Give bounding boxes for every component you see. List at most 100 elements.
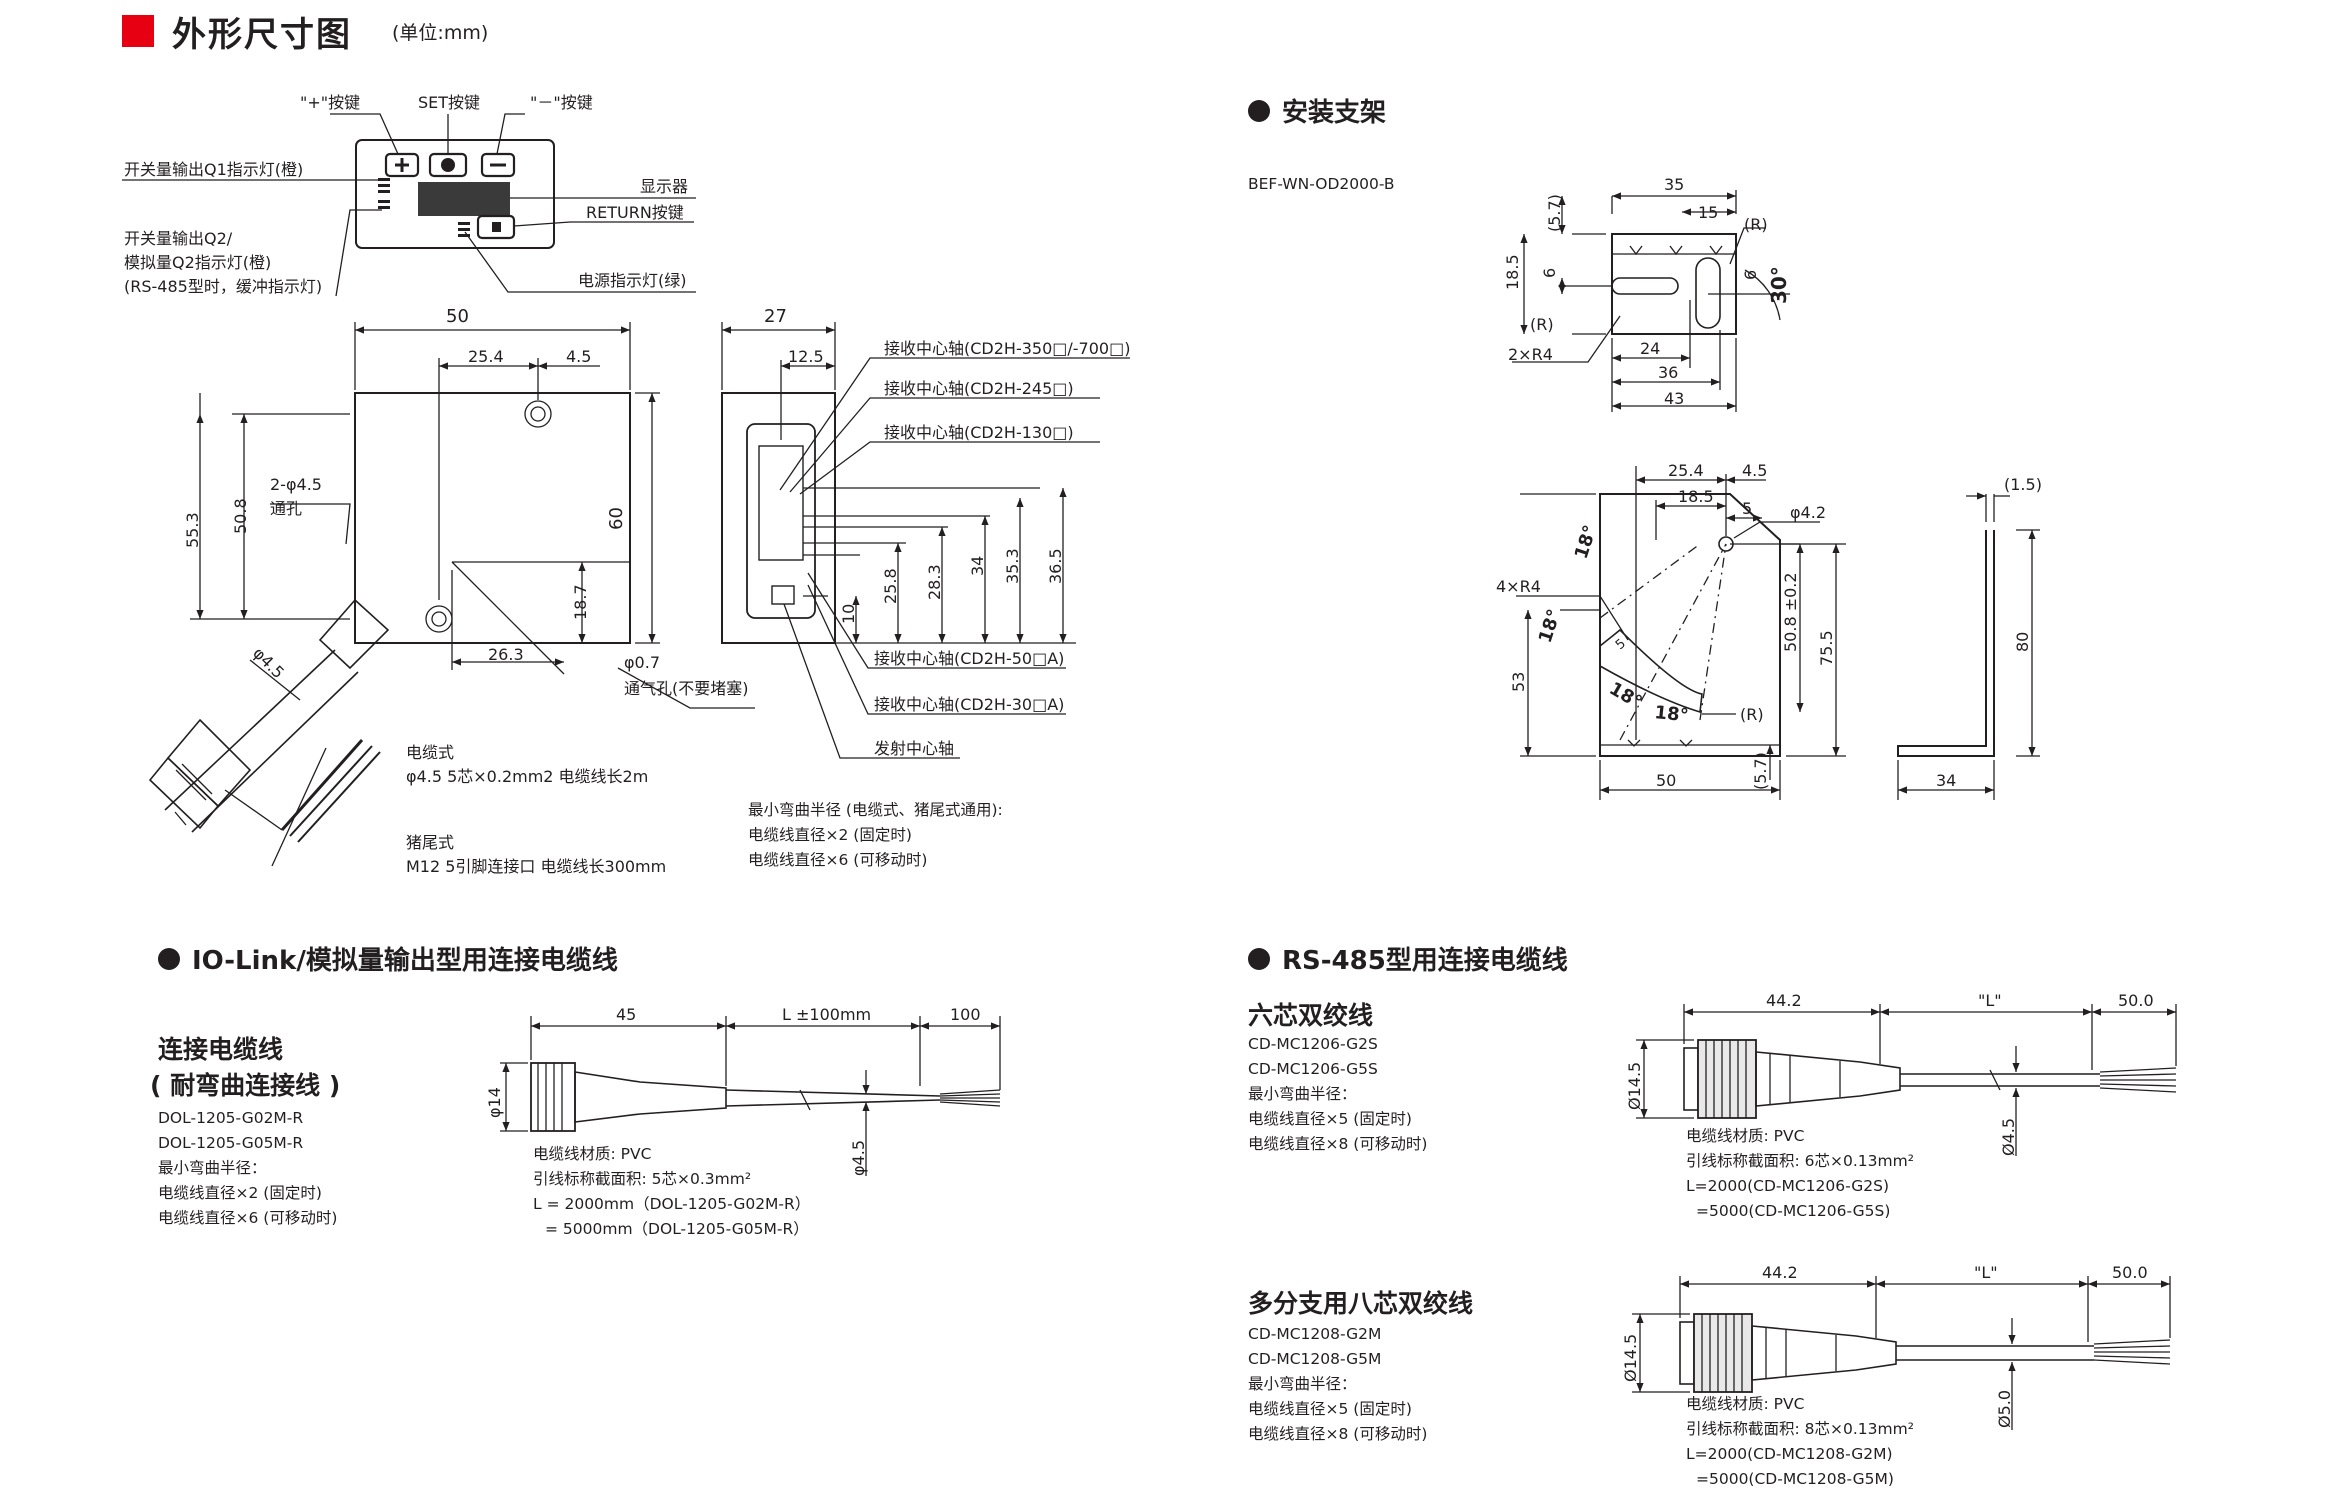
svg-text:50.8 ±0.2: 50.8 ±0.2 (1781, 572, 1800, 652)
svg-text:L ±100mm: L ±100mm (782, 1005, 871, 1024)
svg-text:(5.7): (5.7) (1751, 752, 1770, 790)
svg-text:24: 24 (1640, 339, 1660, 358)
svg-text:18°: 18° (1606, 678, 1646, 713)
svg-text:Ø4.5: Ø4.5 (1999, 1118, 2018, 1156)
svg-text:50: 50 (1656, 771, 1676, 790)
svg-text:4.5: 4.5 (1742, 461, 1767, 480)
svg-text:27: 27 (764, 306, 787, 327)
svg-text:28.3: 28.3 (925, 564, 944, 600)
svg-text:6: 6 (1741, 270, 1760, 280)
iolink-sub-2: ( 耐弯曲连接线 ) (150, 1071, 341, 1100)
svg-text:"L": "L" (1978, 991, 2002, 1010)
svg-text:18.7: 18.7 (571, 584, 590, 620)
svg-text:34: 34 (968, 556, 987, 576)
svg-text:18°: 18° (1653, 702, 1689, 726)
svg-text:50.8: 50.8 (231, 498, 250, 534)
svg-text:M12 5引脚连接口 电缆线长300mm: M12 5引脚连接口 电缆线长300mm (406, 857, 666, 876)
sensor-main-view (148, 392, 631, 867)
svg-text:55.3: 55.3 (183, 512, 202, 548)
svg-text:(5.7): (5.7) (1545, 194, 1564, 232)
svg-text:10: 10 (839, 604, 858, 624)
svg-text:φ4.2: φ4.2 (1790, 503, 1826, 522)
svg-text:φ14: φ14 (485, 1087, 504, 1118)
svg-text:100: 100 (950, 1005, 981, 1024)
svg-text:通孔: 通孔 (270, 499, 302, 518)
svg-text:通气孔(不要堵塞): 通气孔(不要堵塞) (624, 679, 749, 698)
return-key-icon (492, 222, 501, 232)
q2-led-label-1: 开关量输出Q2/ (124, 229, 233, 248)
svg-text:60: 60 (606, 507, 627, 530)
svg-text:53: 53 (1509, 672, 1528, 692)
svg-text:Ø5.0: Ø5.0 (1995, 1390, 2014, 1428)
svg-text:43: 43 (1664, 389, 1684, 408)
bracket-top-view (1611, 233, 1737, 335)
svg-text:φ4.5: φ4.5 (849, 1140, 868, 1176)
bracket-heading: 安装支架 (1248, 92, 1386, 129)
eight-core-models: CD-MC1208-G2M CD-MC1208-G5M 最小弯曲半径： 电缆线直… (1248, 1325, 1428, 1443)
q1-led-label: 开关量输出Q1指示灯(橙) (124, 160, 303, 179)
page-title: 外形尺寸图 (172, 14, 352, 55)
svg-text:Ø14.5: Ø14.5 (1621, 1334, 1640, 1382)
bullet-icon (1248, 947, 1270, 970)
eight-core-title: 多分支用八芯双绞线 (1248, 1289, 1474, 1318)
drawing-labels: "+"按键 SET按键 "－"按键 开关量输出Q1指示灯(橙) 开关量输出Q2/… (124, 93, 2154, 1428)
q2-led-label-3: (RS-485型时，缓冲指示灯) (124, 277, 322, 296)
svg-text:2×R4: 2×R4 (1508, 345, 1553, 364)
svg-text:18.5: 18.5 (1678, 487, 1714, 506)
svg-text:接收中心轴(CD2H-245□): 接收中心轴(CD2H-245□) (884, 379, 1074, 398)
svg-text:接收中心轴(CD2H-130□): 接收中心轴(CD2H-130□) (884, 423, 1074, 442)
eight-core-notes: 电缆线材质: PVC 引线标称截面积: 8芯×0.13mm² L=2000(CD… (1686, 1395, 1914, 1488)
svg-text:φ0.7: φ0.7 (624, 653, 660, 672)
svg-text:15: 15 (1698, 203, 1718, 222)
svg-text:φ4.5: φ4.5 (249, 643, 288, 682)
minus-key-label: "－"按键 (530, 93, 593, 112)
iolink-heading: IO-Link/模拟量输出型用连接电缆线 (158, 940, 618, 977)
title-marker-icon (122, 15, 154, 47)
eight-core-cable-drawing (1679, 1313, 2171, 1393)
bend-radius-note: 最小弯曲半径 (电缆式、猪尾式通用): 电缆线直径×2 (固定时) 电缆线直径×… (748, 801, 1003, 869)
svg-text:发射中心轴: 发射中心轴 (874, 739, 954, 758)
iolink-sub-1: 连接电缆线 (158, 1035, 284, 1064)
q2-led-label-2: 模拟量Q2指示灯(橙) (124, 253, 271, 272)
svg-text:4×R4: 4×R4 (1496, 577, 1541, 596)
svg-text:36.5: 36.5 (1046, 548, 1065, 584)
svg-text:50: 50 (446, 306, 469, 327)
svg-text:44.2: 44.2 (1762, 1263, 1798, 1282)
bracket-side-view (1897, 530, 1995, 757)
svg-text:φ4.5 5芯×0.2mm2 电缆线长2m: φ4.5 5芯×0.2mm2 电缆线长2m (406, 767, 648, 786)
svg-text:18°: 18° (1571, 523, 1601, 562)
svg-text:18°: 18° (1535, 607, 1565, 646)
svg-text:(R): (R) (1530, 315, 1554, 334)
svg-text:26.3: 26.3 (488, 645, 524, 664)
six-core-models: CD-MC1206-G2S CD-MC1206-G5S 最小弯曲半径： 电缆线直… (1248, 1035, 1428, 1153)
svg-text:"L": "L" (1974, 1263, 1998, 1282)
iolink-cable-notes: 电缆线材质: PVC 引线标称截面积: 5芯×0.3mm² L = 2000mm… (533, 1145, 811, 1238)
svg-text:接收中心轴(CD2H-50□A): 接收中心轴(CD2H-50□A) (874, 649, 1064, 668)
svg-text:(R): (R) (1740, 705, 1764, 724)
return-key-label: RETURN按键 (586, 203, 684, 222)
bullet-icon (1248, 99, 1270, 122)
set-key-icon (441, 158, 455, 172)
svg-text:75.5: 75.5 (1817, 630, 1836, 666)
svg-text:Ø14.5: Ø14.5 (1625, 1062, 1644, 1110)
display-label: 显示器 (640, 177, 688, 196)
svg-text:2-φ4.5: 2-φ4.5 (270, 475, 322, 494)
svg-text:(1.5): (1.5) (2004, 475, 2042, 494)
svg-text:35.3: 35.3 (1003, 548, 1022, 584)
iolink-cable-drawing (530, 1062, 1001, 1132)
svg-text:25.4: 25.4 (468, 347, 504, 366)
svg-text:电缆式: 电缆式 (406, 743, 454, 762)
svg-text:36: 36 (1658, 363, 1678, 382)
svg-text:34: 34 (1936, 771, 1956, 790)
rs485-heading: RS-485型用连接电缆线 (1248, 940, 1568, 977)
svg-text:12.5: 12.5 (788, 347, 824, 366)
six-core-title: 六芯双绞线 (1248, 1001, 1374, 1030)
svg-text:18.5: 18.5 (1503, 254, 1522, 290)
bracket-front-view (1599, 493, 1781, 757)
svg-text:接收中心轴(CD2H-350□/-700□): 接收中心轴(CD2H-350□/-700□) (884, 339, 1130, 358)
svg-text:猪尾式: 猪尾式 (406, 833, 454, 852)
svg-text:25.8: 25.8 (881, 568, 900, 604)
svg-text:6: 6 (1540, 268, 1559, 278)
